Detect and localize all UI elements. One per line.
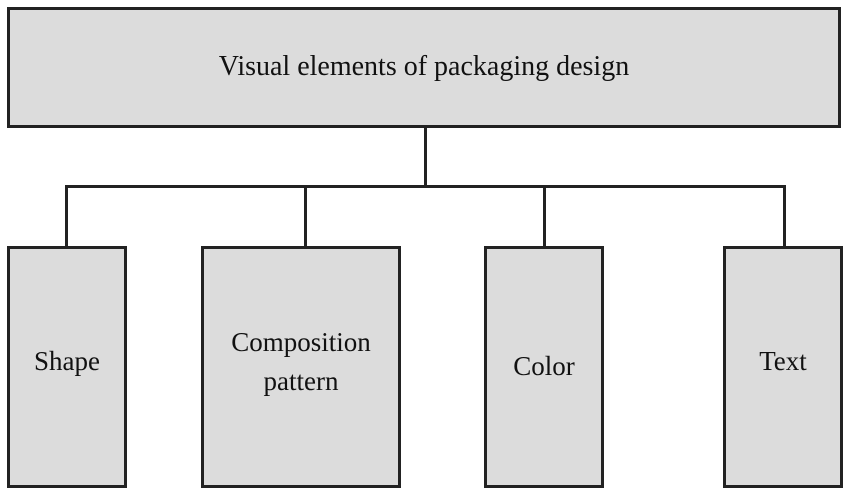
node-label: Text [759, 346, 807, 377]
node-label: Composition pattern [231, 326, 371, 396]
node-label: Shape [34, 346, 100, 377]
connector-color [543, 185, 546, 248]
node-text: Text [723, 246, 843, 488]
connector-text [783, 185, 786, 248]
connector-horizontal [65, 185, 786, 188]
node-label: Color [513, 351, 575, 382]
root-node: Visual elements of packaging design [7, 7, 841, 128]
node-composition-pattern: Composition pattern [201, 246, 401, 488]
root-label: Visual elements of packaging design [218, 51, 630, 83]
connector-shape [65, 185, 68, 248]
node-color: Color [484, 246, 604, 488]
connector-stem [424, 127, 427, 188]
node-shape: Shape [7, 246, 127, 488]
connector-composition [304, 185, 307, 248]
